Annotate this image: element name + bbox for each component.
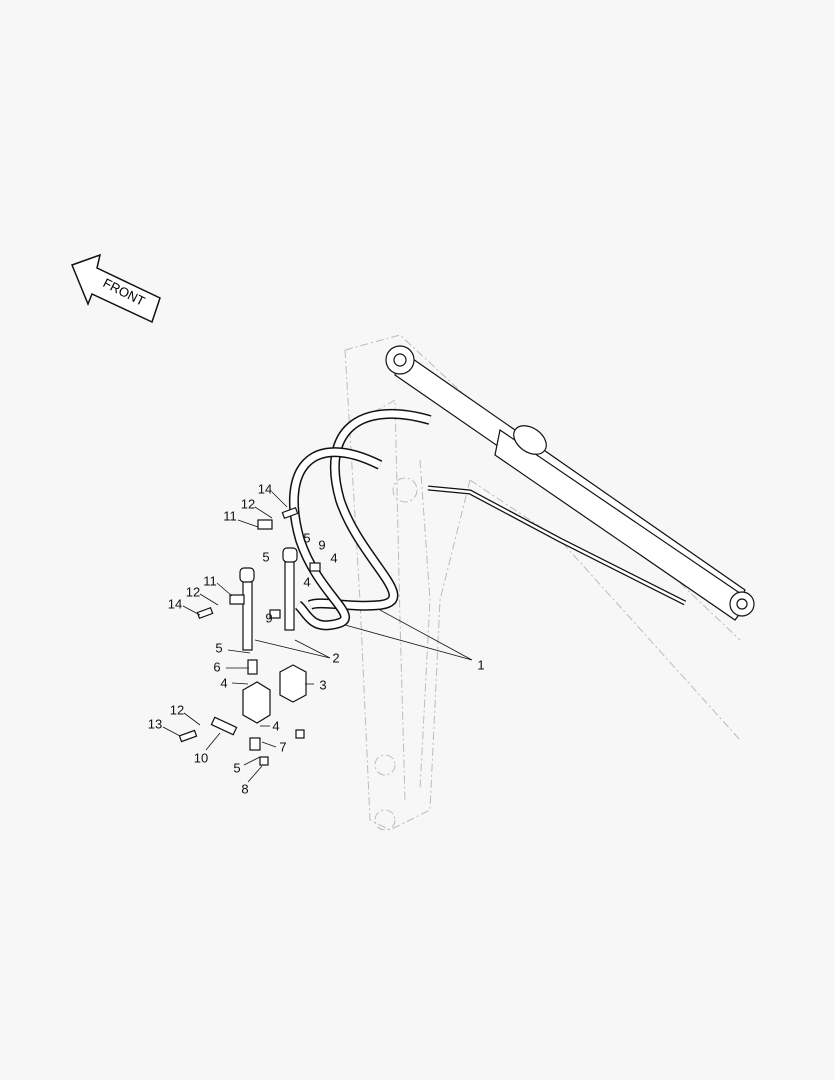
callout-6: 6 (213, 659, 221, 675)
callout-14: 14 (257, 481, 273, 497)
callout-4: 4 (330, 550, 338, 566)
leader-lines (162, 491, 473, 783)
callout-11: 11 (203, 573, 217, 589)
callout-4: 4 (272, 718, 280, 734)
callout-2: 2 (332, 650, 340, 666)
callout-4: 4 (220, 675, 228, 691)
callout-4: 4 (303, 574, 311, 590)
callout-12: 12 (240, 496, 256, 512)
callout-5: 5 (262, 549, 270, 565)
callout-5: 5 (215, 640, 223, 656)
callout-5: 5 (303, 530, 311, 546)
boom-cylinder (385, 345, 755, 621)
callout-9: 9 (318, 537, 326, 553)
callout-7: 7 (279, 739, 287, 755)
front-arrow-icon: FRONT (71, 253, 161, 324)
callout-8: 8 (241, 781, 249, 797)
callout-12: 12 (185, 584, 201, 600)
callout-5: 5 (233, 760, 241, 776)
callout-1: 1 (477, 657, 485, 673)
hoses (288, 408, 432, 631)
callout-11: 11 (223, 508, 237, 524)
callout-9: 9 (265, 610, 273, 626)
callout-14: 14 (167, 596, 183, 612)
callout-3: 3 (319, 677, 327, 693)
fittings (178, 507, 321, 766)
callout-13: 13 (147, 716, 163, 732)
callout-10: 10 (193, 750, 209, 766)
callout-12: 12 (169, 702, 185, 718)
